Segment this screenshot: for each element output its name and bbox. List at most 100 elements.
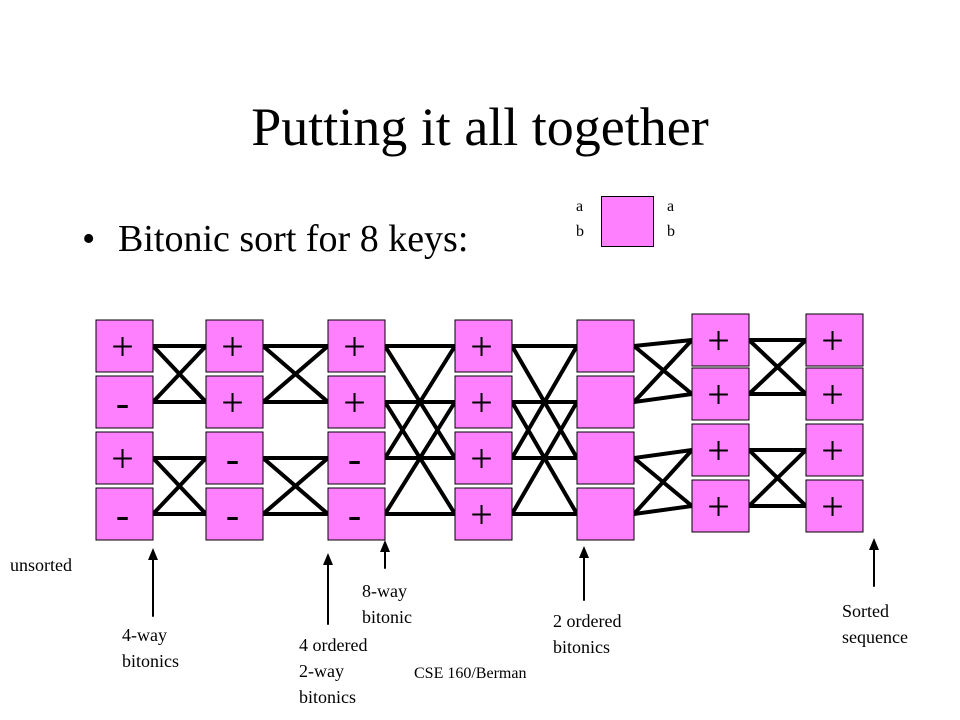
network-wires — [151, 338, 808, 516]
network-wire — [632, 338, 694, 404]
comparator-box — [205, 375, 264, 429]
label-sorted-sequence: Sorted sequence — [842, 601, 908, 647]
network-wire — [510, 400, 579, 516]
comparator-node: + — [205, 375, 264, 429]
comparator-node: + — [805, 479, 864, 533]
network-wire — [632, 448, 694, 460]
comparator-node — [576, 375, 635, 429]
comparator-box — [327, 375, 386, 429]
bullet-line: • Bitonic sort for 8 keys: — [82, 214, 468, 264]
comparator-node: + — [805, 423, 864, 477]
network-wire — [632, 392, 694, 404]
legend-left-top: a — [576, 198, 584, 215]
network-wire — [632, 504, 694, 516]
network-wire — [383, 400, 457, 516]
comparator-sign: + — [470, 492, 493, 537]
comparator-box — [95, 319, 154, 373]
label-4-way-bitonics: 4-way bitonics — [122, 625, 179, 671]
legend-right-top: a — [667, 198, 675, 215]
comparator-sign: + — [111, 436, 134, 481]
comparator-sign: + — [707, 484, 730, 529]
comparator-node: + — [327, 375, 386, 429]
label-8-way-bitonic: 8-way bitonic — [362, 581, 412, 627]
comparator-node: + — [691, 313, 750, 367]
arrow-head-icon — [869, 538, 879, 550]
comparator-box — [95, 375, 154, 429]
comparator-node: - — [205, 487, 264, 541]
comparator-sign: + — [707, 372, 730, 417]
legend-right-bottom: b — [667, 223, 675, 240]
comparator-box — [691, 479, 750, 533]
comparator-box — [576, 431, 635, 485]
comparator-sign: + — [470, 324, 493, 369]
network-wire — [261, 344, 330, 404]
footer-credit: CSE 160/Berman — [414, 665, 527, 682]
annotation-arrows — [148, 538, 879, 625]
comparator-sign: + — [821, 484, 844, 529]
arrow-head-icon — [380, 540, 390, 552]
comparator-box — [205, 319, 264, 373]
network-wire — [261, 456, 330, 516]
comparator-sign: + — [707, 318, 730, 363]
legend-left-bottom: b — [576, 223, 584, 240]
comparator-node: + — [805, 313, 864, 367]
comparator-node: + — [691, 423, 750, 477]
comparator-box — [95, 431, 154, 485]
comparator-sign: + — [821, 372, 844, 417]
comparator-box — [205, 431, 264, 485]
comparator-box — [205, 487, 264, 541]
comparator-node: + — [691, 479, 750, 533]
comparator-box — [576, 487, 635, 541]
comparator-node: - — [205, 431, 264, 485]
comparator-box — [805, 479, 864, 533]
comparator-box — [576, 375, 635, 429]
network-nodes: + - + - + + - - + + - - + + + + + + + + + + + + — [95, 313, 864, 541]
comparator-box — [805, 367, 864, 421]
comparator-box — [454, 375, 513, 429]
comparator-sign: + — [821, 318, 844, 363]
comparator-sign: - — [348, 436, 361, 481]
comparator-box — [691, 423, 750, 477]
comparator-box — [327, 431, 386, 485]
bullet-icon: • — [82, 218, 96, 260]
comparator-node — [576, 431, 635, 485]
comparator-sign: + — [343, 324, 366, 369]
comparator-box — [805, 423, 864, 477]
comparator-box — [327, 319, 386, 373]
comparator-sign: - — [348, 492, 361, 537]
comparator-sign: + — [821, 428, 844, 473]
comparator-box — [454, 431, 513, 485]
comparator-box — [691, 313, 750, 367]
comparator-node: + — [454, 431, 513, 485]
comparator-sign: - — [226, 436, 239, 481]
network-wire — [747, 448, 808, 508]
arrow-head-icon — [148, 548, 158, 560]
comparator-node: - — [327, 487, 386, 541]
comparator-box — [454, 487, 513, 541]
comparator-node: + — [205, 319, 264, 373]
bullet-text: Bitonic sort for 8 keys: — [118, 218, 469, 260]
comparator-node: - — [95, 487, 154, 541]
network-wire — [383, 344, 457, 460]
comparator-node: + — [454, 375, 513, 429]
comparator-node: + — [95, 431, 154, 485]
comparator-box — [805, 313, 864, 367]
arrow-head-icon — [323, 553, 333, 565]
comparator-sign: + — [221, 380, 244, 425]
comparator-sign: + — [707, 428, 730, 473]
comparator-sign: - — [116, 380, 129, 425]
comparator-sign: + — [343, 380, 366, 425]
label-4-ordered-2-way-bitonics: 4 ordered 2-way bitonics — [299, 635, 368, 707]
comparator-node: + — [95, 319, 154, 373]
network-wire — [510, 344, 579, 460]
network-wire — [151, 456, 208, 516]
network-wire — [747, 338, 808, 396]
comparator-sign: + — [470, 436, 493, 481]
comparator-node — [576, 487, 635, 541]
comparator-box — [691, 367, 750, 421]
comparator-box — [327, 487, 386, 541]
comparator-node: + — [454, 487, 513, 541]
comparator-sign: - — [226, 492, 239, 537]
comparator-box — [576, 319, 635, 373]
